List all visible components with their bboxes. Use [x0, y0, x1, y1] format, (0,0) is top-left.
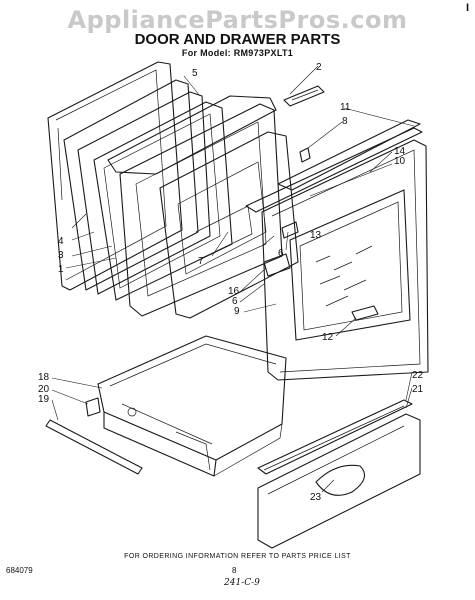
callout-8: 8	[342, 116, 348, 127]
callout-22: 22	[412, 370, 424, 381]
hinge-assembly	[263, 221, 299, 277]
callout-19: 19	[38, 394, 50, 405]
callout-12: 12	[322, 332, 334, 343]
document-number: 684079	[6, 566, 33, 575]
page-title: DOOR AND DRAWER PARTS	[134, 31, 341, 48]
page-number: 8	[232, 566, 237, 575]
callout-20: 20	[38, 384, 50, 395]
callout-11: 11	[340, 102, 351, 113]
callout-13: 13	[310, 230, 322, 241]
inner-door-liner	[119, 103, 283, 317]
callout-4: 4	[58, 236, 64, 247]
callout-10: 10	[394, 156, 406, 167]
top-trim-strip	[245, 119, 423, 213]
corner-mark: I	[465, 2, 469, 14]
callout-2: 2	[316, 62, 322, 73]
callout-6: 6	[232, 296, 238, 307]
revision-mark: 241-C-9	[224, 578, 260, 588]
callout-7: 7	[198, 256, 204, 267]
storage-drawer-body	[97, 335, 287, 477]
drawer-roller	[127, 407, 137, 417]
callout-5: 5	[192, 68, 198, 79]
oven-door-window	[289, 189, 411, 341]
callout-leaders	[51, 65, 415, 493]
callout-6-hinge: 6	[278, 248, 284, 259]
drawer-front-trim	[257, 399, 413, 475]
drawer-front-panel	[257, 413, 421, 549]
door-hinge-bracket	[283, 85, 325, 107]
callout-16: 16	[228, 286, 240, 297]
ordering-note: FOR ORDERING INFORMATION REFER TO PARTS …	[124, 553, 351, 560]
callout-3: 3	[58, 250, 64, 261]
model-line: For Model: RM973PXLT1	[181, 48, 294, 58]
drawer-slide-rail	[45, 419, 143, 475]
watermark-text: AppliancePartsPros.com	[67, 6, 408, 34]
door-clip	[299, 147, 311, 163]
door-inner-panel-with-window	[159, 131, 299, 319]
drawer-stop-bracket	[85, 397, 101, 417]
door-handle-latch	[351, 305, 379, 321]
callout-21: 21	[412, 384, 424, 395]
callout-18: 18	[38, 372, 50, 383]
callout-numbers: 5 2 11 8 14 10 13 6 7 16 6 9 12 4 3 1 18…	[38, 62, 424, 503]
callout-1: 1	[58, 264, 64, 275]
oven-door-frame	[261, 139, 429, 381]
outer-door-panel	[47, 61, 183, 291]
callout-23: 23	[310, 492, 322, 503]
callout-9: 9	[234, 306, 240, 317]
callout-14: 14	[394, 146, 406, 157]
